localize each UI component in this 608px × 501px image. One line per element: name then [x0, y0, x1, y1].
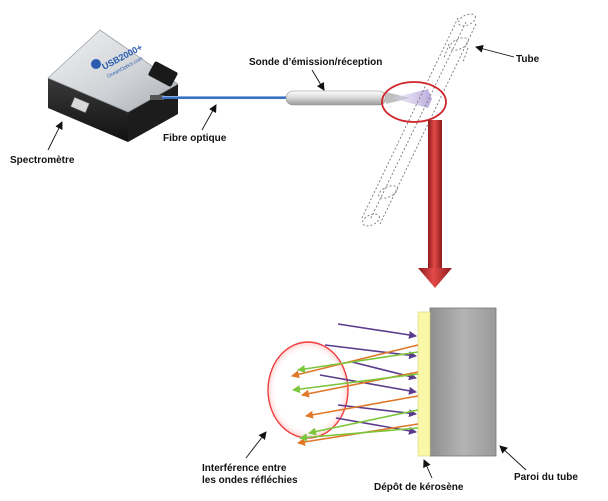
fiber-label: Fibre optique [163, 133, 227, 144]
spectrometer-label: Spectromètre [10, 155, 75, 166]
tube-wall-block [429, 307, 497, 457]
zoom-down-arrow [418, 120, 452, 288]
deposit-pointer [423, 459, 433, 479]
probe-tip-highlight-circle [381, 81, 447, 123]
probe-beam [392, 89, 432, 108]
incident-beam-arrow-4 [319, 374, 417, 395]
probe-label: Sonde d’émission/réception [249, 57, 382, 68]
wall-pointer [499, 445, 527, 471]
kerosene-deposit-layer [417, 311, 431, 457]
probe-pointer [311, 69, 325, 91]
interference-highlight-circle [267, 341, 349, 439]
incident-beam-arrow-1 [337, 323, 417, 339]
interference-label-line1: Interférence entre [202, 463, 287, 474]
ocean-optics-logo-icon [91, 59, 101, 69]
fiber-pointer [201, 104, 217, 131]
interference-label-line2: les ondes réfléchies [202, 475, 298, 486]
reflected-beam-green-arrow-4 [299, 427, 419, 442]
tube-pointer [475, 44, 515, 58]
reflected-beam-orange-arrow-3 [305, 395, 419, 419]
fiber-connector [150, 95, 164, 100]
reflected-beam-orange-arrow-1 [291, 344, 419, 379]
reflected-beam-green-arrow-1 [297, 351, 419, 373]
spectrometer-pointer [47, 121, 63, 151]
beam-arrows [291, 323, 419, 446]
tube-drawing [361, 13, 477, 227]
reflected-beam-green-arrow-3 [308, 409, 419, 436]
reflected-beam-green-arrow-2 [292, 373, 419, 394]
emission-reception-probe [285, 90, 410, 106]
deposit-label: Dépôt de kérosène [374, 482, 464, 493]
wall-label: Paroi du tube [514, 472, 578, 483]
interference-pointer [245, 431, 267, 459]
tube-label: Tube [516, 54, 540, 65]
spectrometer-device: USB2000+ OceanOptics.com [47, 29, 179, 142]
